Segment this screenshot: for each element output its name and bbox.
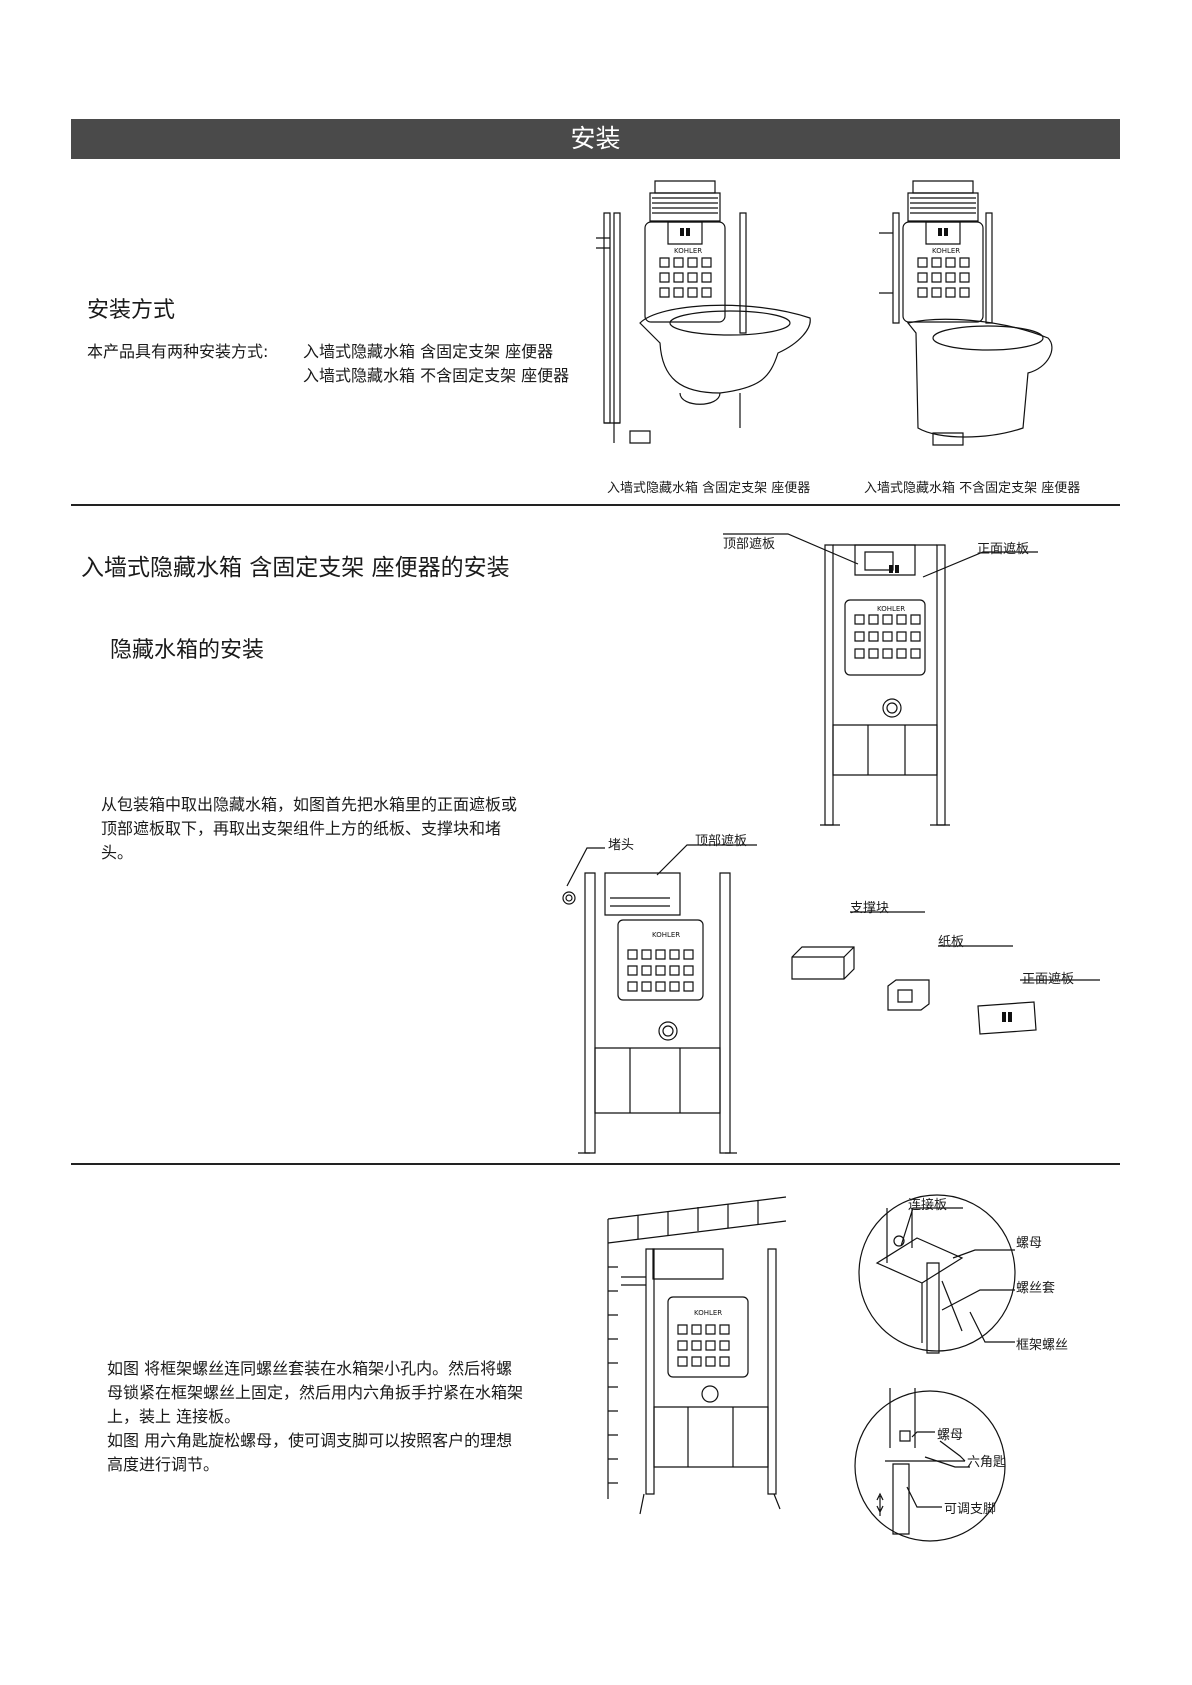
installation-methods-heading: 安装方式: [87, 298, 176, 323]
instruction-line: 上，装上 连接板。: [107, 1407, 241, 1426]
kohler-logo-b: KOHLER: [932, 247, 960, 255]
installation-option-1: 入墙式隐藏水箱 含固定支架 座便器: [303, 342, 554, 361]
instruction-line: 从包装箱中取出隐藏水箱，如图首先把水箱里的正面遮板或: [101, 795, 518, 814]
figure-caption-1: 入墙式隐藏水箱 含固定支架 座便器: [607, 481, 811, 496]
label-support-block: 支撑块: [850, 901, 890, 916]
page-title: 安装: [570, 124, 621, 153]
section-divider-1: [71, 504, 1120, 506]
support-block-part: [790, 945, 856, 981]
cardboard-part: [886, 978, 931, 1012]
frame-without-support-illustration: KOHLER: [878, 178, 1068, 448]
label-screw-sleeve: 螺丝套: [1016, 1281, 1056, 1296]
instruction-line: 母锁紧在框架螺丝上固定，然后用内六角扳手拧紧在水箱架: [107, 1383, 524, 1402]
label-nut: 螺母: [1016, 1236, 1043, 1251]
section-header-bar: 安装: [71, 119, 1120, 159]
label-frame-screw: 框架螺丝: [1016, 1338, 1069, 1353]
frame-with-parts-illustration: KOHLER: [560, 868, 750, 1153]
label-nut-2: 螺母: [937, 1428, 964, 1443]
instruction-line: 如图 将框架螺丝连同螺丝套装在水箱架小孔内。然后将螺: [107, 1359, 513, 1378]
tank-removal-instructions: 从包装箱中取出隐藏水箱，如图首先把水箱里的正面遮板或 顶部遮板取下，再取出支架组…: [101, 793, 581, 865]
frame-screw-instructions: 如图 将框架螺丝连同螺丝套装在水箱架小孔内。然后将螺 母锁紧在框架螺丝上固定，然…: [107, 1357, 587, 1477]
instruction-line: 如图 用六角匙旋松螺母，使可调支脚可以按照客户的理想: [107, 1431, 513, 1450]
installation-methods-intro: 本产品具有两种安装方式:: [87, 342, 269, 361]
kohler-logo-c: KOHLER: [877, 605, 905, 613]
label-front-cover: 正面遮板: [977, 542, 1030, 557]
figure-caption-2: 入墙式隐藏水箱 不含固定支架 座便器: [864, 481, 1081, 496]
concealed-tank-installation-heading: 隐藏水箱的安装: [110, 638, 265, 663]
front-cover-part: [976, 1000, 1038, 1036]
label-top-cover: 顶部遮板: [723, 537, 776, 552]
instruction-line: 顶部遮板取下，再取出支架组件上方的纸板、支撑块和堵: [101, 819, 502, 838]
label-top-cover-2: 顶部遮板: [695, 834, 748, 849]
kohler-logo-e: KOHLER: [694, 1309, 722, 1317]
section-divider-2: [71, 1163, 1120, 1165]
with-frame-installation-heading: 入墙式隐藏水箱 含固定支架 座便器的安装: [81, 555, 510, 581]
kohler-logo-d: KOHLER: [652, 931, 680, 939]
instruction-line: 头。: [101, 843, 134, 862]
label-connecting-plate: 连接板: [908, 1198, 948, 1213]
kohler-logo-a: KOHLER: [674, 247, 702, 255]
adjustable-foot-detail-illustration: [855, 1386, 1005, 1546]
frame-front-view-illustration: KOHLER: [810, 540, 960, 830]
label-adjustable-foot: 可调支脚: [944, 1502, 997, 1517]
label-front-cover-2: 正面遮板: [1022, 972, 1075, 987]
label-hex-key: 六角匙: [967, 1455, 1007, 1470]
installation-option-2: 入墙式隐藏水箱 不含固定支架 座便器: [303, 366, 570, 385]
label-plug: 堵头: [608, 838, 635, 853]
frame-screw-detail-illustration: [857, 1193, 1017, 1353]
plug-part: [561, 890, 577, 906]
label-cardboard: 纸板: [938, 935, 965, 950]
frame-on-brick-wall-illustration: KOHLER: [608, 1197, 788, 1517]
instruction-line: 高度进行调节。: [107, 1455, 220, 1474]
frame-with-toilet-illustration: KOHLER: [600, 178, 820, 448]
